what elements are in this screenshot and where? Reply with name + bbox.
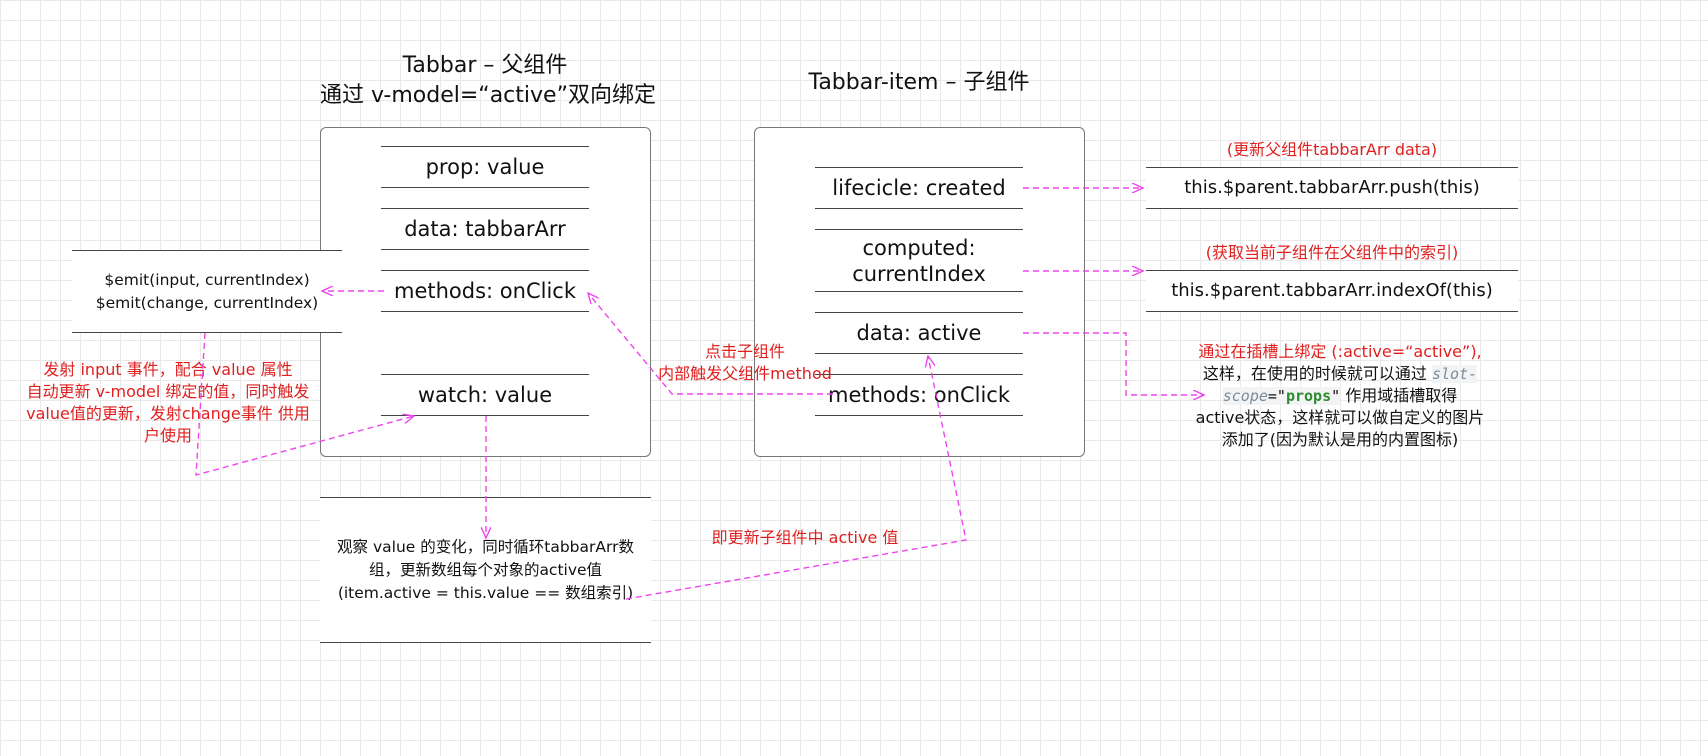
watch-desc-line3: (item.active = this.value == 数组索引) bbox=[337, 583, 634, 602]
index-label: (获取当前子组件在父组件中的索引) bbox=[1205, 243, 1459, 262]
parent-title-line1: Tabbar – 父组件 bbox=[402, 53, 568, 78]
slot-line3: scope="props" 作用域插槽取得 bbox=[1170, 385, 1510, 407]
arrow-desc-to-child-active bbox=[625, 356, 967, 600]
click-note-line2: 内部触发父组件method bbox=[658, 364, 832, 383]
slot-line2-text: 这样，在使用的时候就可以通过 bbox=[1202, 364, 1432, 383]
click-note: 点击子组件 内部触发父组件method bbox=[640, 341, 850, 385]
parent-title-line2: 通过 v-model=“active”双向绑定 bbox=[320, 83, 656, 108]
emit-note-line3: value值的更新，发射change事件 供用 bbox=[26, 404, 310, 423]
child-row-methods[interactable]: methods: onClick bbox=[815, 374, 1023, 416]
arrow-active-to-slot bbox=[1023, 332, 1204, 395]
push-code-box[interactable]: this.$parent.tabbarArr.push(this) bbox=[1146, 167, 1518, 209]
child-row-computed[interactable]: computed: currentIndex bbox=[815, 229, 1023, 292]
slot-line2: 这样，在使用的时候就可以通过 slot- bbox=[1170, 363, 1510, 385]
push-label: (更新父组件tabbarArr data) bbox=[1226, 140, 1438, 159]
emit-note-line4: 户使用 bbox=[143, 426, 192, 445]
parent-row-data[interactable]: data: tabbarArr bbox=[381, 208, 589, 250]
child-row-computed-line1: computed: bbox=[862, 235, 976, 260]
emit-note-line2: 自动更新 v-model 绑定的值，同时触发 bbox=[26, 382, 310, 401]
update-note: 即更新子组件中 active 值 bbox=[711, 528, 899, 547]
slot-code-props: props bbox=[1285, 387, 1332, 405]
slot-line1: 通过在插槽上绑定 (:active=“active”), bbox=[1198, 342, 1482, 361]
slot-note: 通过在插槽上绑定 (:active=“active”), 这样，在使用的时候就可… bbox=[1170, 341, 1510, 451]
parent-row-methods[interactable]: methods: onClick bbox=[381, 270, 589, 312]
watch-desc-line1: 观察 value 的变化，同时循环tabbarArr数 bbox=[337, 537, 634, 556]
parent-row-watch[interactable]: watch: value bbox=[381, 374, 589, 416]
emit-box[interactable]: $emit(input, currentIndex) $emit(change,… bbox=[72, 250, 342, 333]
index-code-box[interactable]: this.$parent.tabbarArr.indexOf(this) bbox=[1146, 270, 1518, 312]
slot-line5: 添加了(因为默认是用的内置图标) bbox=[1221, 430, 1459, 449]
slot-code-eq: =" bbox=[1267, 387, 1286, 405]
emit-line1: $emit(input, currentIndex) bbox=[104, 270, 310, 289]
child-row-data[interactable]: data: active bbox=[815, 312, 1023, 354]
slot-line4: active状态，这样就可以做自定义的图片 bbox=[1195, 408, 1485, 427]
slot-line3-text: 作用域插槽取得 bbox=[1340, 386, 1458, 405]
child-title: Tabbar-item – 子组件 bbox=[808, 70, 1030, 95]
click-note-line1: 点击子组件 bbox=[704, 342, 785, 361]
watch-desc-line2: 组，更新数组每个对象的active值 bbox=[368, 560, 603, 579]
emit-note: 发射 input 事件，配合 value 属性 自动更新 v-model 绑定的… bbox=[18, 359, 318, 447]
child-row-computed-line2: currentIndex bbox=[852, 261, 986, 286]
arrow-emit-to-watch bbox=[195, 332, 414, 476]
slot-code-quote: " bbox=[1331, 387, 1341, 405]
slot-code-keyword: slot- bbox=[1431, 365, 1478, 383]
arrow-child-click-to-parent bbox=[588, 293, 833, 395]
emit-note-line1: 发射 input 事件，配合 value 属性 bbox=[43, 360, 293, 379]
slot-code-scope: scope bbox=[1222, 387, 1268, 405]
parent-title: Tabbar – 父组件 通过 v-model=“active”双向绑定 bbox=[320, 51, 656, 111]
parent-row-prop[interactable]: prop: value bbox=[381, 146, 589, 188]
child-row-lifecycle[interactable]: lifecicle: created bbox=[815, 167, 1023, 209]
emit-line2: $emit(change, currentIndex) bbox=[95, 293, 319, 312]
